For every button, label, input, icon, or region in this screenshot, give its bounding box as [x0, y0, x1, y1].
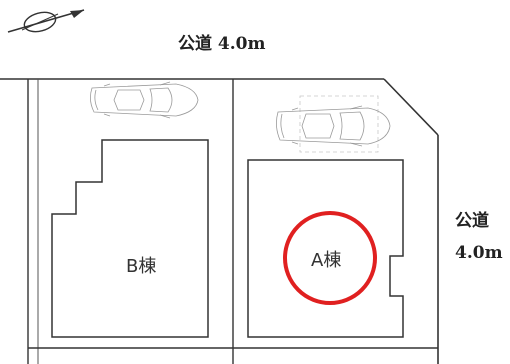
building-a-outline [247, 159, 404, 338]
car-icon-b [90, 81, 199, 119]
car-icon-a [276, 105, 391, 147]
road-right-label-line1: 公道 [455, 210, 489, 231]
building-b-outline [51, 139, 209, 338]
building-a-label: A棟 [311, 250, 341, 271]
parking-space-a [299, 95, 379, 153]
building-b-label: B棟 [126, 256, 156, 277]
building-a-highlight-circle [283, 211, 377, 305]
road-top-label: 公道 4.0m [178, 33, 265, 54]
road-right-label-line2: 4.0m [455, 243, 503, 263]
north-arrow-icon [7, 9, 85, 33]
site-boundary [0, 78, 439, 364]
